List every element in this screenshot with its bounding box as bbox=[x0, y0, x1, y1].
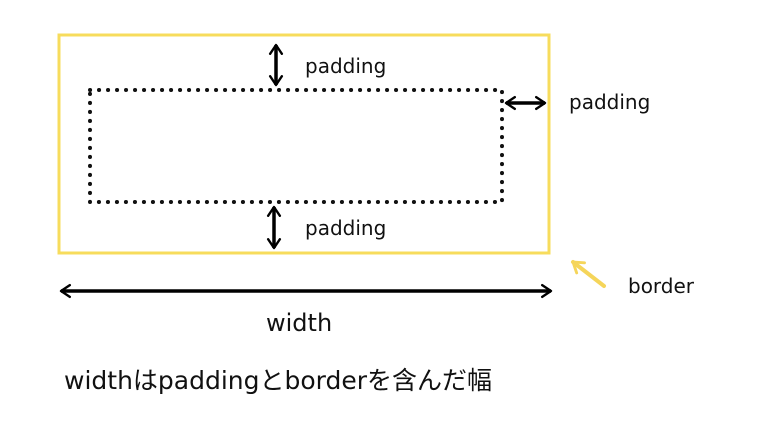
width-label: width bbox=[266, 309, 333, 337]
padding-bottom-label: padding bbox=[305, 216, 387, 240]
caption: widthはpaddingとborderを含んだ幅 bbox=[64, 366, 493, 395]
border-pointer-arrow bbox=[571, 260, 606, 288]
border-box bbox=[57, 33, 551, 255]
border-label: border bbox=[628, 274, 695, 298]
padding-top-label: padding bbox=[305, 54, 387, 78]
content-box bbox=[88, 88, 504, 204]
padding-right-label: padding bbox=[569, 90, 651, 114]
